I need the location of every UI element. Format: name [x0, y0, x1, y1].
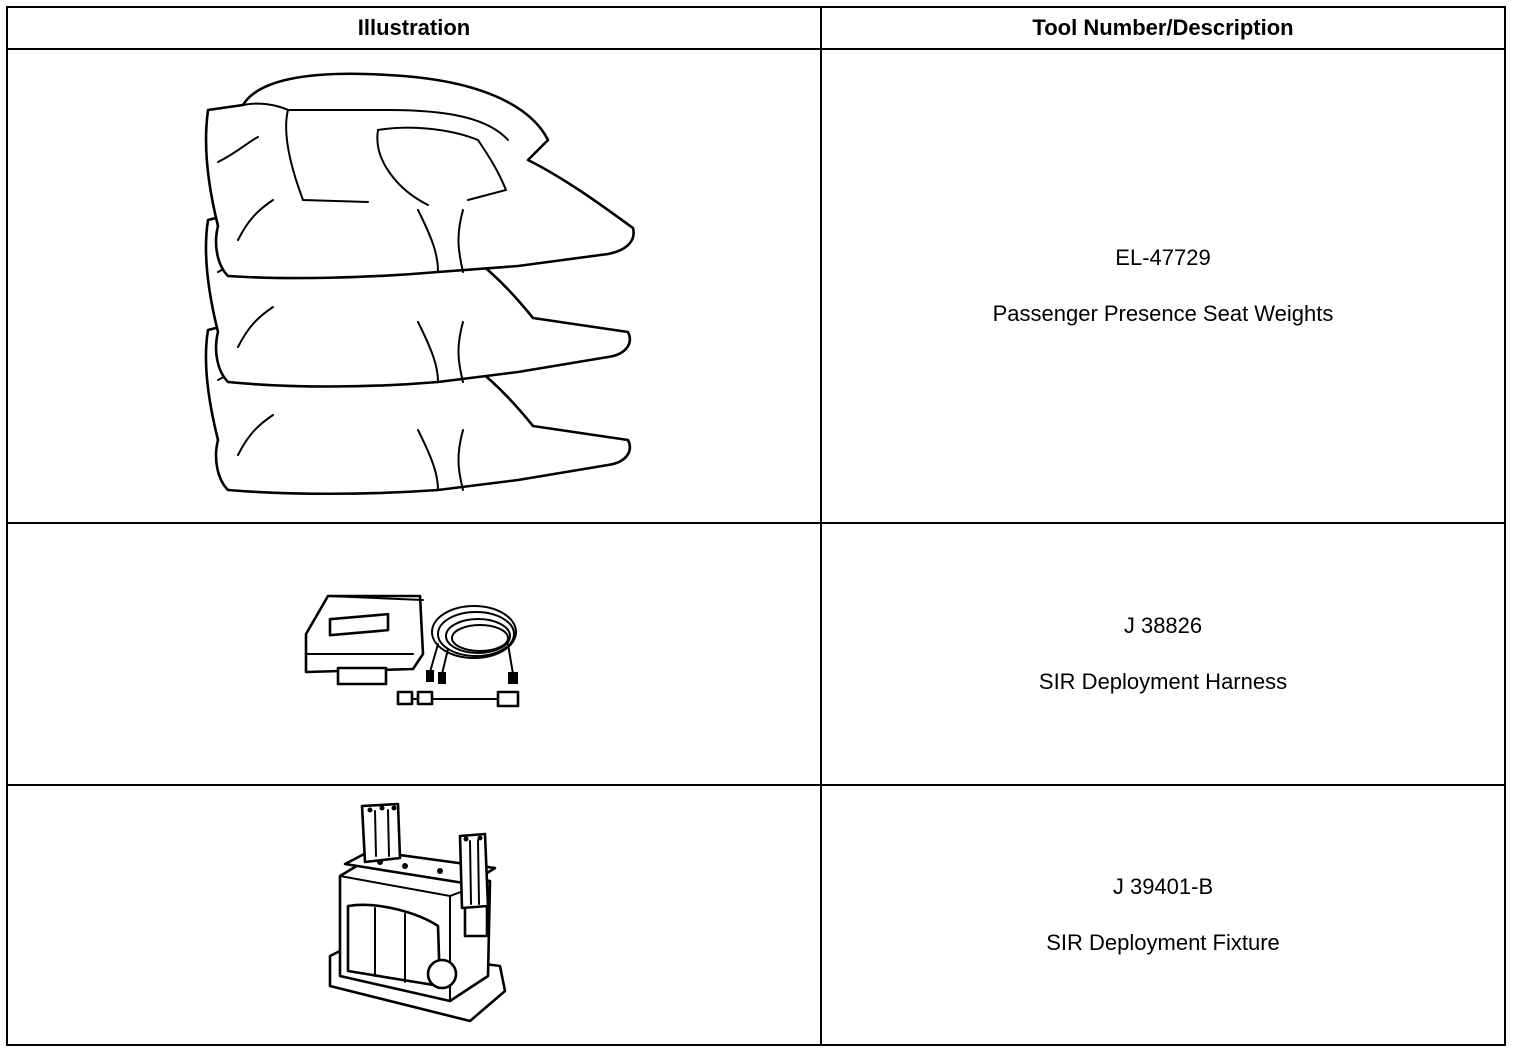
deployment-harness-illustration	[304, 594, 520, 708]
deployment-fixture-illustration	[328, 802, 507, 1023]
column-divider	[820, 8, 822, 1044]
table-header-row: Illustration Tool Number/Description	[8, 8, 1504, 50]
table-row: J 39401-B SIR Deployment Fixture	[8, 786, 1504, 1044]
header-illustration: Illustration	[357, 15, 471, 40]
tool-description: SIR Deployment Fixture	[1046, 930, 1280, 955]
description-cell: J 38826 SIR Deployment Harness	[822, 524, 1504, 784]
seat-weights-illustration	[204, 72, 635, 496]
table-row: J 38826 SIR Deployment Harness	[8, 524, 1504, 786]
description-cell: EL-47729 Passenger Presence Seat Weights	[822, 50, 1504, 522]
tool-number: J 39401-B	[1112, 874, 1214, 899]
tool-number: EL-47729	[1115, 245, 1211, 270]
description-cell: J 39401-B SIR Deployment Fixture	[822, 786, 1504, 1044]
tool-description: SIR Deployment Harness	[1038, 669, 1288, 694]
tools-table: Illustration Tool Number/Description	[6, 6, 1506, 1046]
illustration-cell	[8, 786, 820, 1044]
tool-description: Passenger Presence Seat Weights	[992, 301, 1334, 326]
tool-number: J 38826	[1123, 613, 1203, 638]
illustration-cell	[8, 50, 820, 522]
header-tool-number-description: Tool Number/Description	[1032, 15, 1294, 40]
table-row: EL-47729 Passenger Presence Seat Weights	[8, 50, 1504, 524]
illustration-cell	[8, 524, 820, 784]
